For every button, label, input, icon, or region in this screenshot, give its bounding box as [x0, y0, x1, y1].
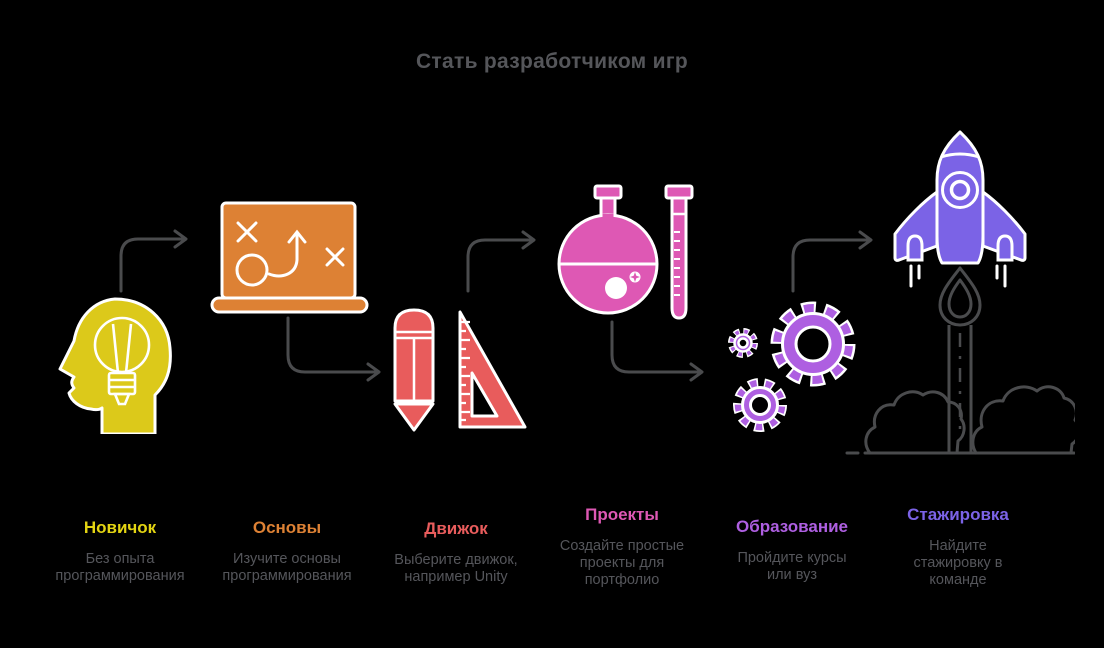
gears-icon	[728, 301, 856, 432]
step-label: Проекты	[585, 505, 659, 524]
gear-large	[770, 301, 856, 387]
step-beginner: Новичок Без опыта программирования	[45, 518, 195, 585]
gear-small	[728, 328, 758, 358]
rocket-icon	[845, 130, 1075, 455]
step-label: Стажировка	[907, 505, 1009, 524]
step-label: Новичок	[83, 518, 157, 537]
gear-medium	[733, 378, 787, 432]
step-internship: Стажировка Найдите стажировку в команде	[898, 505, 1018, 589]
step-education: Образование Пройдите курсы или вуз	[727, 517, 857, 584]
bubble	[605, 277, 627, 299]
strategy-doodles	[235, 221, 345, 287]
step-label: Образование	[735, 517, 849, 536]
rocket-flame-icon	[938, 266, 982, 453]
strategy-board-icon	[210, 201, 369, 314]
step-projects: Проекты Создайте простые проекты для пор…	[552, 505, 692, 589]
flow-arrow	[791, 230, 873, 293]
ruler-ticks	[460, 320, 470, 422]
tube-ticks	[674, 231, 680, 296]
step-label: Движок	[424, 519, 488, 538]
smoke-clouds-icon	[845, 385, 1075, 455]
step-description: Пройдите курсы или вуз	[737, 550, 847, 583]
lightbulb-icon	[93, 316, 151, 406]
flask-test-tube-icon	[557, 184, 694, 320]
step-label: Основы	[252, 518, 322, 537]
speed-lines	[909, 264, 1007, 288]
flow-arrow	[119, 229, 188, 293]
flow-arrow	[466, 230, 536, 293]
head-lightbulb-icon	[58, 297, 172, 434]
step-basics: Основы Изучите основы программирования	[212, 518, 362, 585]
flow-arrow	[610, 320, 704, 382]
step-engine: Движок Выберите движок, например Unity	[386, 519, 526, 586]
page-title: Стать разработчиком игр	[415, 50, 689, 73]
step-description: Изучите основы программирования	[222, 551, 352, 584]
flow-arrow	[286, 316, 381, 382]
rocket-window	[941, 171, 979, 209]
step-description: Найдите стажировку в команде	[913, 538, 1003, 588]
step-description: Выберите движок, например Unity	[394, 552, 518, 585]
pencil-ruler-icon	[393, 308, 527, 432]
step-description: Создайте простые проекты для портфолио	[559, 538, 685, 588]
step-description: Без опыта программирования	[55, 551, 185, 584]
